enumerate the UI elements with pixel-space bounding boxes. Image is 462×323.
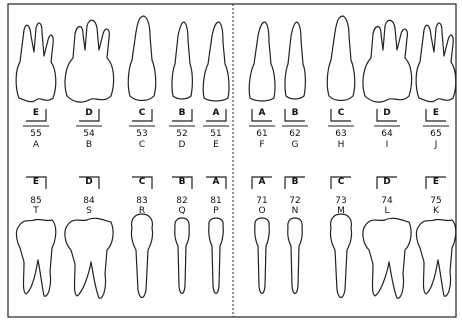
lower-palmer-label-7: C	[326, 177, 356, 187]
upper-fdi-label-3: 52	[167, 129, 197, 139]
upper-letter-label-8: I	[372, 140, 402, 150]
lower-letter-label-2: R	[127, 206, 157, 216]
upper-tooth-64	[363, 20, 412, 102]
upper-fdi-label-7: 63	[326, 129, 356, 139]
upper-letter-label-1: B	[74, 140, 104, 150]
lower-tooth-75	[416, 219, 455, 296]
upper-palmer-label-2: C	[127, 108, 157, 118]
lower-letter-label-7: M	[326, 206, 356, 216]
upper-fdi-label-9: 65	[421, 129, 451, 139]
upper-tooth-62	[285, 22, 305, 99]
upper-letter-label-2: C	[127, 140, 157, 150]
lower-tooth-74	[363, 218, 411, 298]
upper-letter-label-4: E	[201, 140, 231, 150]
lower-palmer-label-3: B	[167, 177, 197, 187]
upper-letter-label-5: F	[247, 140, 277, 150]
lower-tooth-72	[288, 218, 303, 294]
lower-letter-label-4: P	[201, 206, 231, 216]
lower-palmer-label-6: B	[280, 177, 310, 187]
upper-tooth-65	[416, 23, 456, 102]
upper-tooth-63	[327, 16, 354, 101]
lower-palmer-label-0: E	[21, 177, 51, 187]
lower-palmer-label-2: C	[127, 177, 157, 187]
upper-letter-label-6: G	[280, 140, 310, 150]
upper-fdi-label-4: 51	[201, 129, 231, 139]
upper-letter-label-7: H	[326, 140, 356, 150]
lower-fdi-label-3: 82	[167, 196, 197, 206]
upper-tooth-51	[203, 22, 229, 101]
upper-tooth-61	[249, 22, 275, 101]
upper-palmer-label-9: E	[421, 108, 451, 118]
lower-tooth-84	[65, 218, 113, 298]
upper-palmer-label-8: D	[372, 108, 402, 118]
upper-fdi-label-2: 53	[127, 129, 157, 139]
upper-palmer-label-4: A	[201, 108, 231, 118]
upper-fdi-label-5: 61	[247, 129, 277, 139]
upper-fdi-label-6: 62	[280, 129, 310, 139]
lower-letter-label-1: S	[74, 206, 104, 216]
lower-fdi-label-2: 83	[127, 196, 157, 206]
upper-tooth-53	[128, 16, 155, 101]
upper-fdi-label-0: 55	[21, 129, 51, 139]
upper-palmer-label-7: C	[326, 108, 356, 118]
lower-fdi-label-5: 71	[247, 196, 277, 206]
upper-palmer-label-0: E	[21, 108, 51, 118]
lower-palmer-label-1: D	[74, 177, 104, 187]
upper-letter-label-9: J	[421, 140, 451, 150]
lower-letter-label-6: N	[280, 206, 310, 216]
lower-fdi-label-8: 74	[372, 196, 402, 206]
lower-fdi-label-1: 84	[74, 196, 104, 206]
upper-palmer-label-5: A	[247, 108, 277, 118]
lower-fdi-label-7: 73	[326, 196, 356, 206]
lower-fdi-label-6: 72	[280, 196, 310, 206]
lower-letter-label-8: L	[372, 206, 402, 216]
lower-tooth-73	[330, 214, 351, 298]
lower-tooth-71	[255, 218, 270, 294]
upper-tooth-54	[65, 20, 114, 102]
upper-letter-label-3: D	[167, 140, 197, 150]
upper-fdi-label-8: 64	[372, 129, 402, 139]
lower-letter-label-5: O	[247, 206, 277, 216]
lower-tooth-82	[175, 218, 190, 294]
upper-letter-label-0: A	[21, 140, 51, 150]
lower-palmer-label-9: E	[421, 177, 451, 187]
lower-tooth-85	[16, 219, 55, 296]
lower-palmer-label-8: D	[372, 177, 402, 187]
lower-fdi-label-4: 81	[201, 196, 231, 206]
lower-tooth-81	[209, 218, 224, 294]
upper-palmer-label-1: D	[74, 108, 104, 118]
upper-tooth-52	[172, 22, 192, 99]
lower-fdi-label-0: 85	[21, 196, 51, 206]
lower-palmer-label-4: A	[201, 177, 231, 187]
upper-palmer-label-3: B	[167, 108, 197, 118]
upper-tooth-55	[16, 23, 56, 102]
lower-tooth-83	[131, 214, 152, 298]
upper-fdi-label-1: 54	[74, 129, 104, 139]
upper-palmer-label-6: B	[280, 108, 310, 118]
lower-letter-label-0: T	[21, 206, 51, 216]
lower-letter-label-9: K	[421, 206, 451, 216]
lower-fdi-label-9: 75	[421, 196, 451, 206]
lower-palmer-label-5: A	[247, 177, 277, 187]
lower-letter-label-3: Q	[167, 206, 197, 216]
